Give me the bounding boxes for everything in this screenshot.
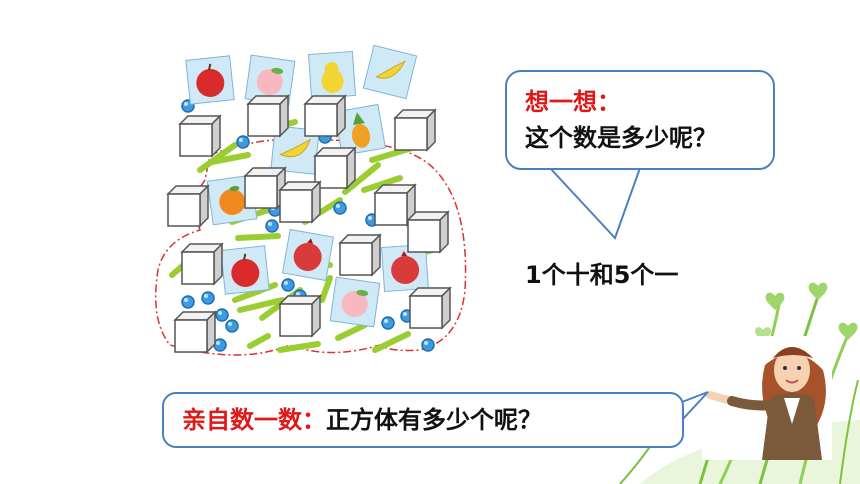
task-question: 正方体有多少个呢？ — [326, 406, 542, 434]
thinking-speech-bubble: 想一想： 这个数是多少呢？ — [505, 70, 775, 170]
fruit-cards — [185, 44, 429, 328]
answer-text: 1个十和5个一 — [525, 261, 679, 289]
orange-icon — [206, 174, 258, 226]
pear-icon — [308, 51, 356, 99]
banana-icon — [270, 125, 320, 175]
top-bubble-tail — [547, 167, 642, 240]
teacher-illustration — [702, 336, 832, 460]
peach-icon — [244, 54, 296, 106]
pomegranate-icon — [282, 229, 334, 281]
peach-icon — [329, 276, 381, 328]
apple-icon — [220, 245, 270, 295]
bubble-question: 这个数是多少呢？ — [525, 124, 717, 152]
counting-speech-bubble: 亲自数一数：正方体有多少个呢？ — [162, 392, 684, 448]
bubble-heading: 想一想： — [525, 88, 621, 116]
task-heading: 亲自数一数： — [182, 406, 326, 434]
pomegranate-icon — [381, 244, 429, 292]
apple-icon — [185, 55, 235, 105]
pineapple-icon — [334, 104, 386, 156]
banana-icon — [362, 44, 418, 100]
